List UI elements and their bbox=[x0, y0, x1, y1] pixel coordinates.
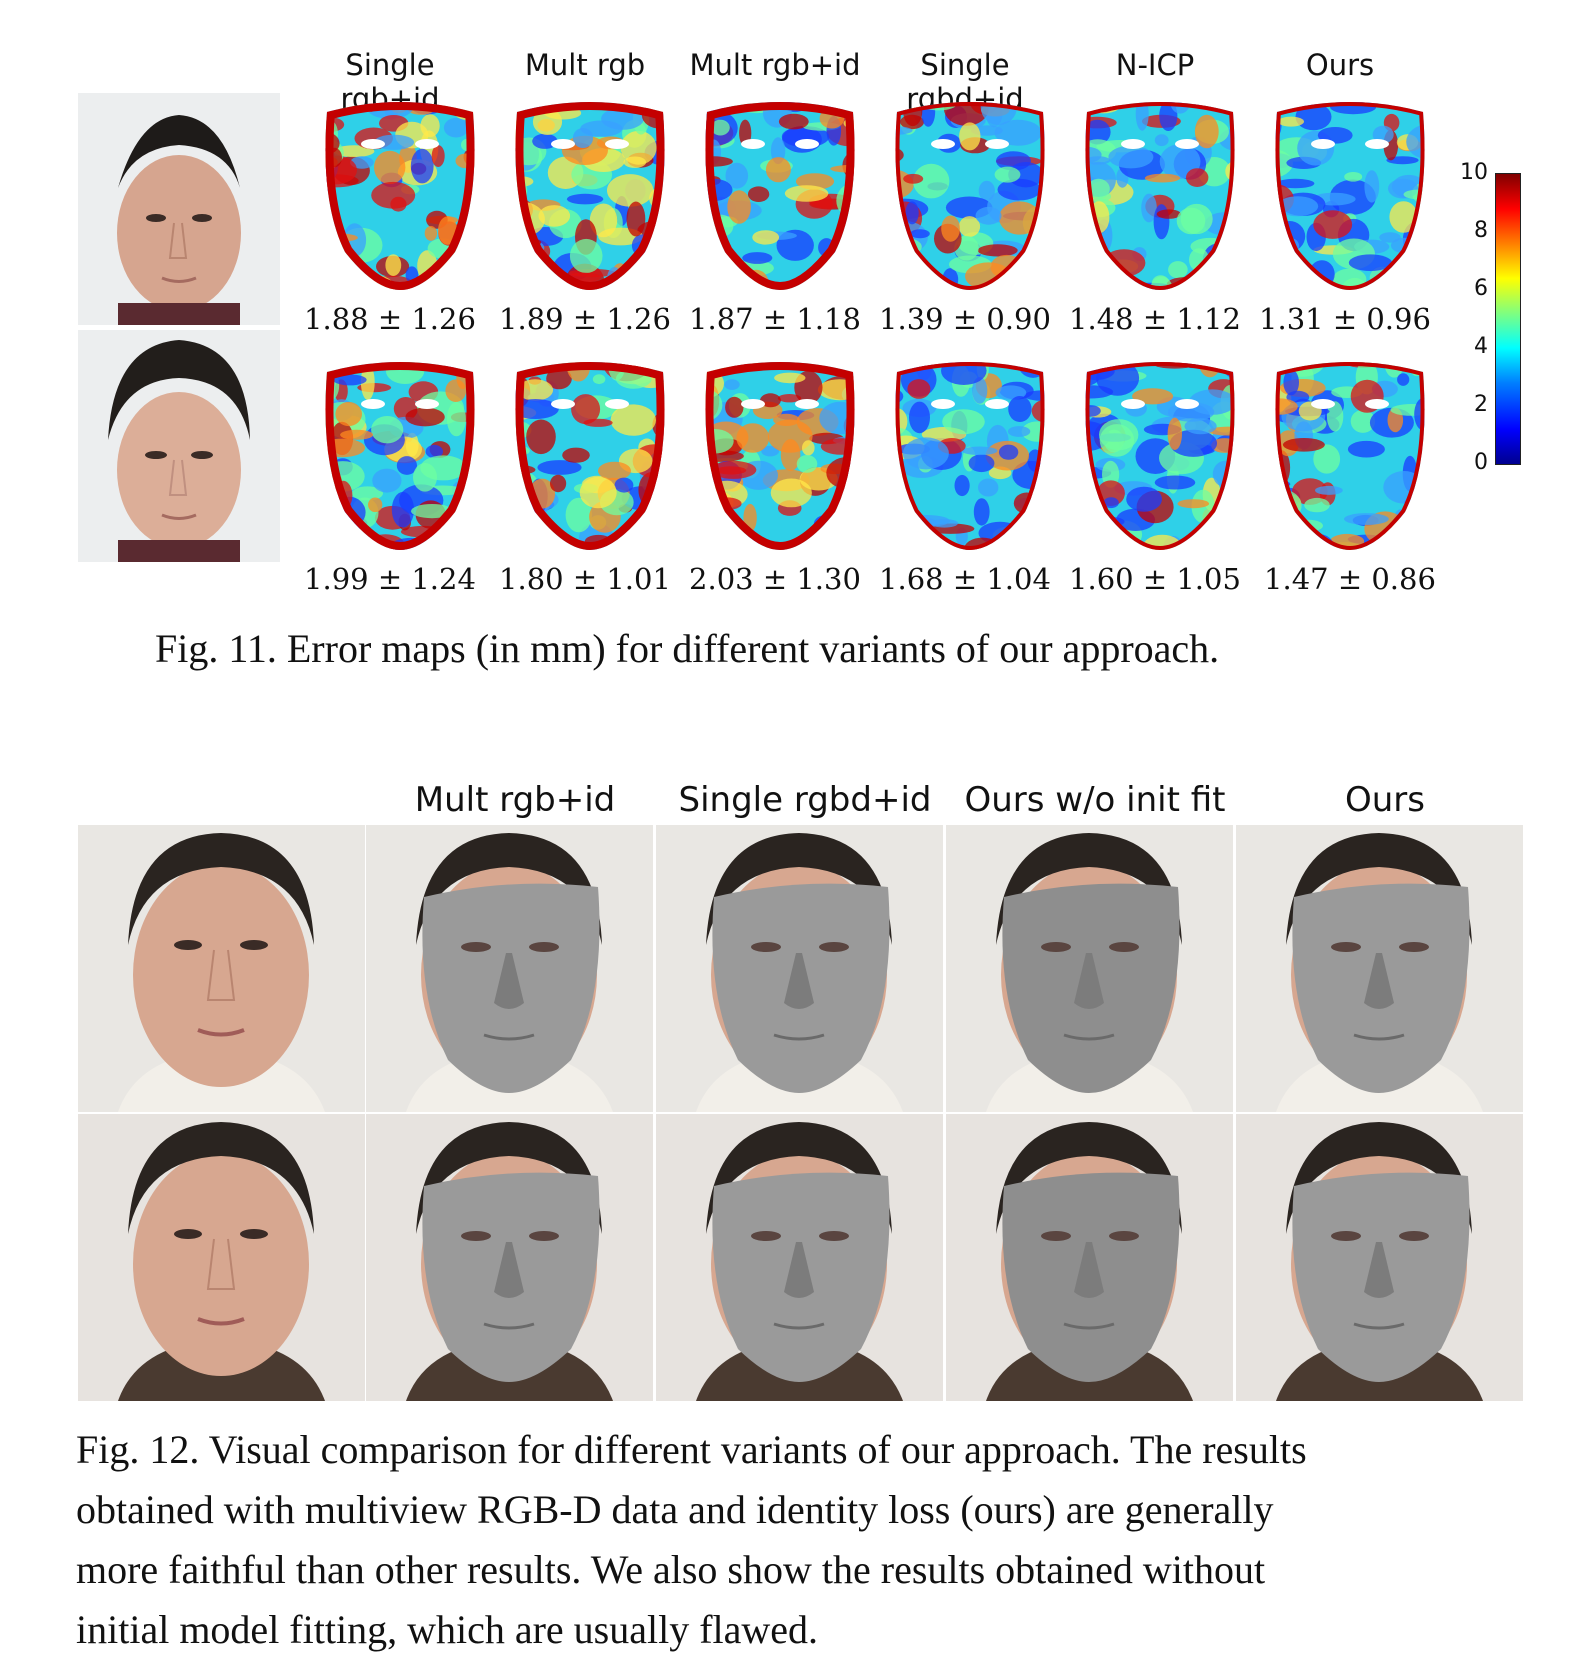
metric-row1-col2: 1.89 ± 1.26 bbox=[499, 302, 671, 336]
fig12-column-header-4: Ours bbox=[1344, 780, 1425, 820]
metric-row1-col5: 1.48 ± 1.12 bbox=[1069, 302, 1241, 336]
fig12-column-header-1: Mult rgb+id bbox=[414, 780, 616, 820]
mesh-overlay-row1-col4 bbox=[1236, 825, 1523, 1112]
mesh-overlay-row1-col1 bbox=[366, 825, 653, 1112]
mesh-overlay-row1-col3 bbox=[946, 825, 1233, 1112]
mesh-overlay-row1-col2 bbox=[656, 825, 943, 1112]
mesh-overlay-row2-col3 bbox=[946, 1114, 1233, 1401]
metric-row2-col3: 2.03 ± 1.30 bbox=[689, 562, 861, 596]
colorbar-tick-4: 4 bbox=[1474, 334, 1488, 359]
mesh-overlay-row2-col4 bbox=[1236, 1114, 1523, 1401]
error-map-row1-col6 bbox=[1265, 92, 1435, 292]
metric-row2-col1: 1.99 ± 1.24 bbox=[304, 562, 476, 596]
caption-line-4: initial model fitting, which are usually… bbox=[76, 1607, 819, 1652]
figure-11: Single rgb+id Mult rgb Mult rgb+id Singl… bbox=[0, 0, 1582, 700]
column-header-2: Mult rgb bbox=[524, 48, 646, 82]
figure-11-caption: Fig. 11. Error maps (in mm) for differen… bbox=[155, 626, 1220, 671]
error-map-row2-col2 bbox=[505, 352, 675, 552]
reference-photo-row-1 bbox=[78, 93, 280, 325]
error-map-row1-col4 bbox=[885, 92, 1055, 292]
metric-row2-col4: 1.68 ± 1.04 bbox=[879, 562, 1051, 596]
fig12-column-header-2: Single rgbd+id bbox=[678, 780, 932, 820]
column-header-6: Ours bbox=[1305, 48, 1375, 82]
colorbar-tick-8: 8 bbox=[1474, 218, 1488, 243]
mesh-overlay-row2-col1 bbox=[366, 1114, 653, 1401]
error-map-row2-col3 bbox=[695, 352, 865, 552]
colorbar-tick-2: 2 bbox=[1474, 392, 1488, 417]
caption-line-1: Fig. 12. Visual comparison for different… bbox=[76, 1427, 1307, 1472]
error-map-row1-col3 bbox=[695, 92, 865, 292]
metric-row1-col4: 1.39 ± 0.90 bbox=[879, 302, 1051, 336]
error-map-row2-col1 bbox=[315, 352, 485, 552]
caption-line-2: obtained with multiview RGB-D data and i… bbox=[76, 1487, 1274, 1532]
column-header-4: Single rgbd+id bbox=[906, 48, 1024, 116]
colorbar-tick-6: 6 bbox=[1474, 276, 1488, 301]
colorbar-tick-0: 0 bbox=[1474, 450, 1488, 475]
reference-photo-row-2 bbox=[78, 330, 280, 562]
caption-line-3: more faithful than other results. We als… bbox=[76, 1547, 1266, 1592]
metric-row1-col6: 1.31 ± 0.96 bbox=[1259, 302, 1431, 336]
metric-row1-col1: 1.88 ± 1.26 bbox=[304, 302, 476, 336]
metric-row2-col2: 1.80 ± 1.01 bbox=[499, 562, 671, 596]
error-map-row1-col5 bbox=[1075, 92, 1245, 292]
colorbar-tick-10: 10 bbox=[1460, 160, 1488, 185]
input-photo-row1 bbox=[78, 825, 365, 1112]
metric-row2-col5: 1.60 ± 1.05 bbox=[1069, 562, 1241, 596]
error-map-row1-col1 bbox=[315, 92, 485, 292]
metric-row2-col6: 1.47 ± 0.86 bbox=[1264, 562, 1436, 596]
fig12-column-header-3: Ours w/o init fit bbox=[964, 780, 1226, 820]
error-map-row2-col5 bbox=[1075, 352, 1245, 552]
column-header-5: N-ICP bbox=[1115, 48, 1195, 82]
error-map-row2-col4 bbox=[885, 352, 1055, 552]
mesh-overlay-row2-col2 bbox=[656, 1114, 943, 1401]
error-map-row2-col6 bbox=[1265, 352, 1435, 552]
error-colorbar bbox=[1495, 173, 1521, 465]
metric-row1-col3: 1.87 ± 1.18 bbox=[689, 302, 861, 336]
figure-12-caption: Fig. 12. Visual comparison for different… bbox=[76, 1420, 1546, 1660]
input-photo-row2 bbox=[78, 1114, 365, 1401]
column-header-3: Mult rgb+id bbox=[689, 48, 861, 82]
error-map-row1-col2 bbox=[505, 92, 675, 292]
